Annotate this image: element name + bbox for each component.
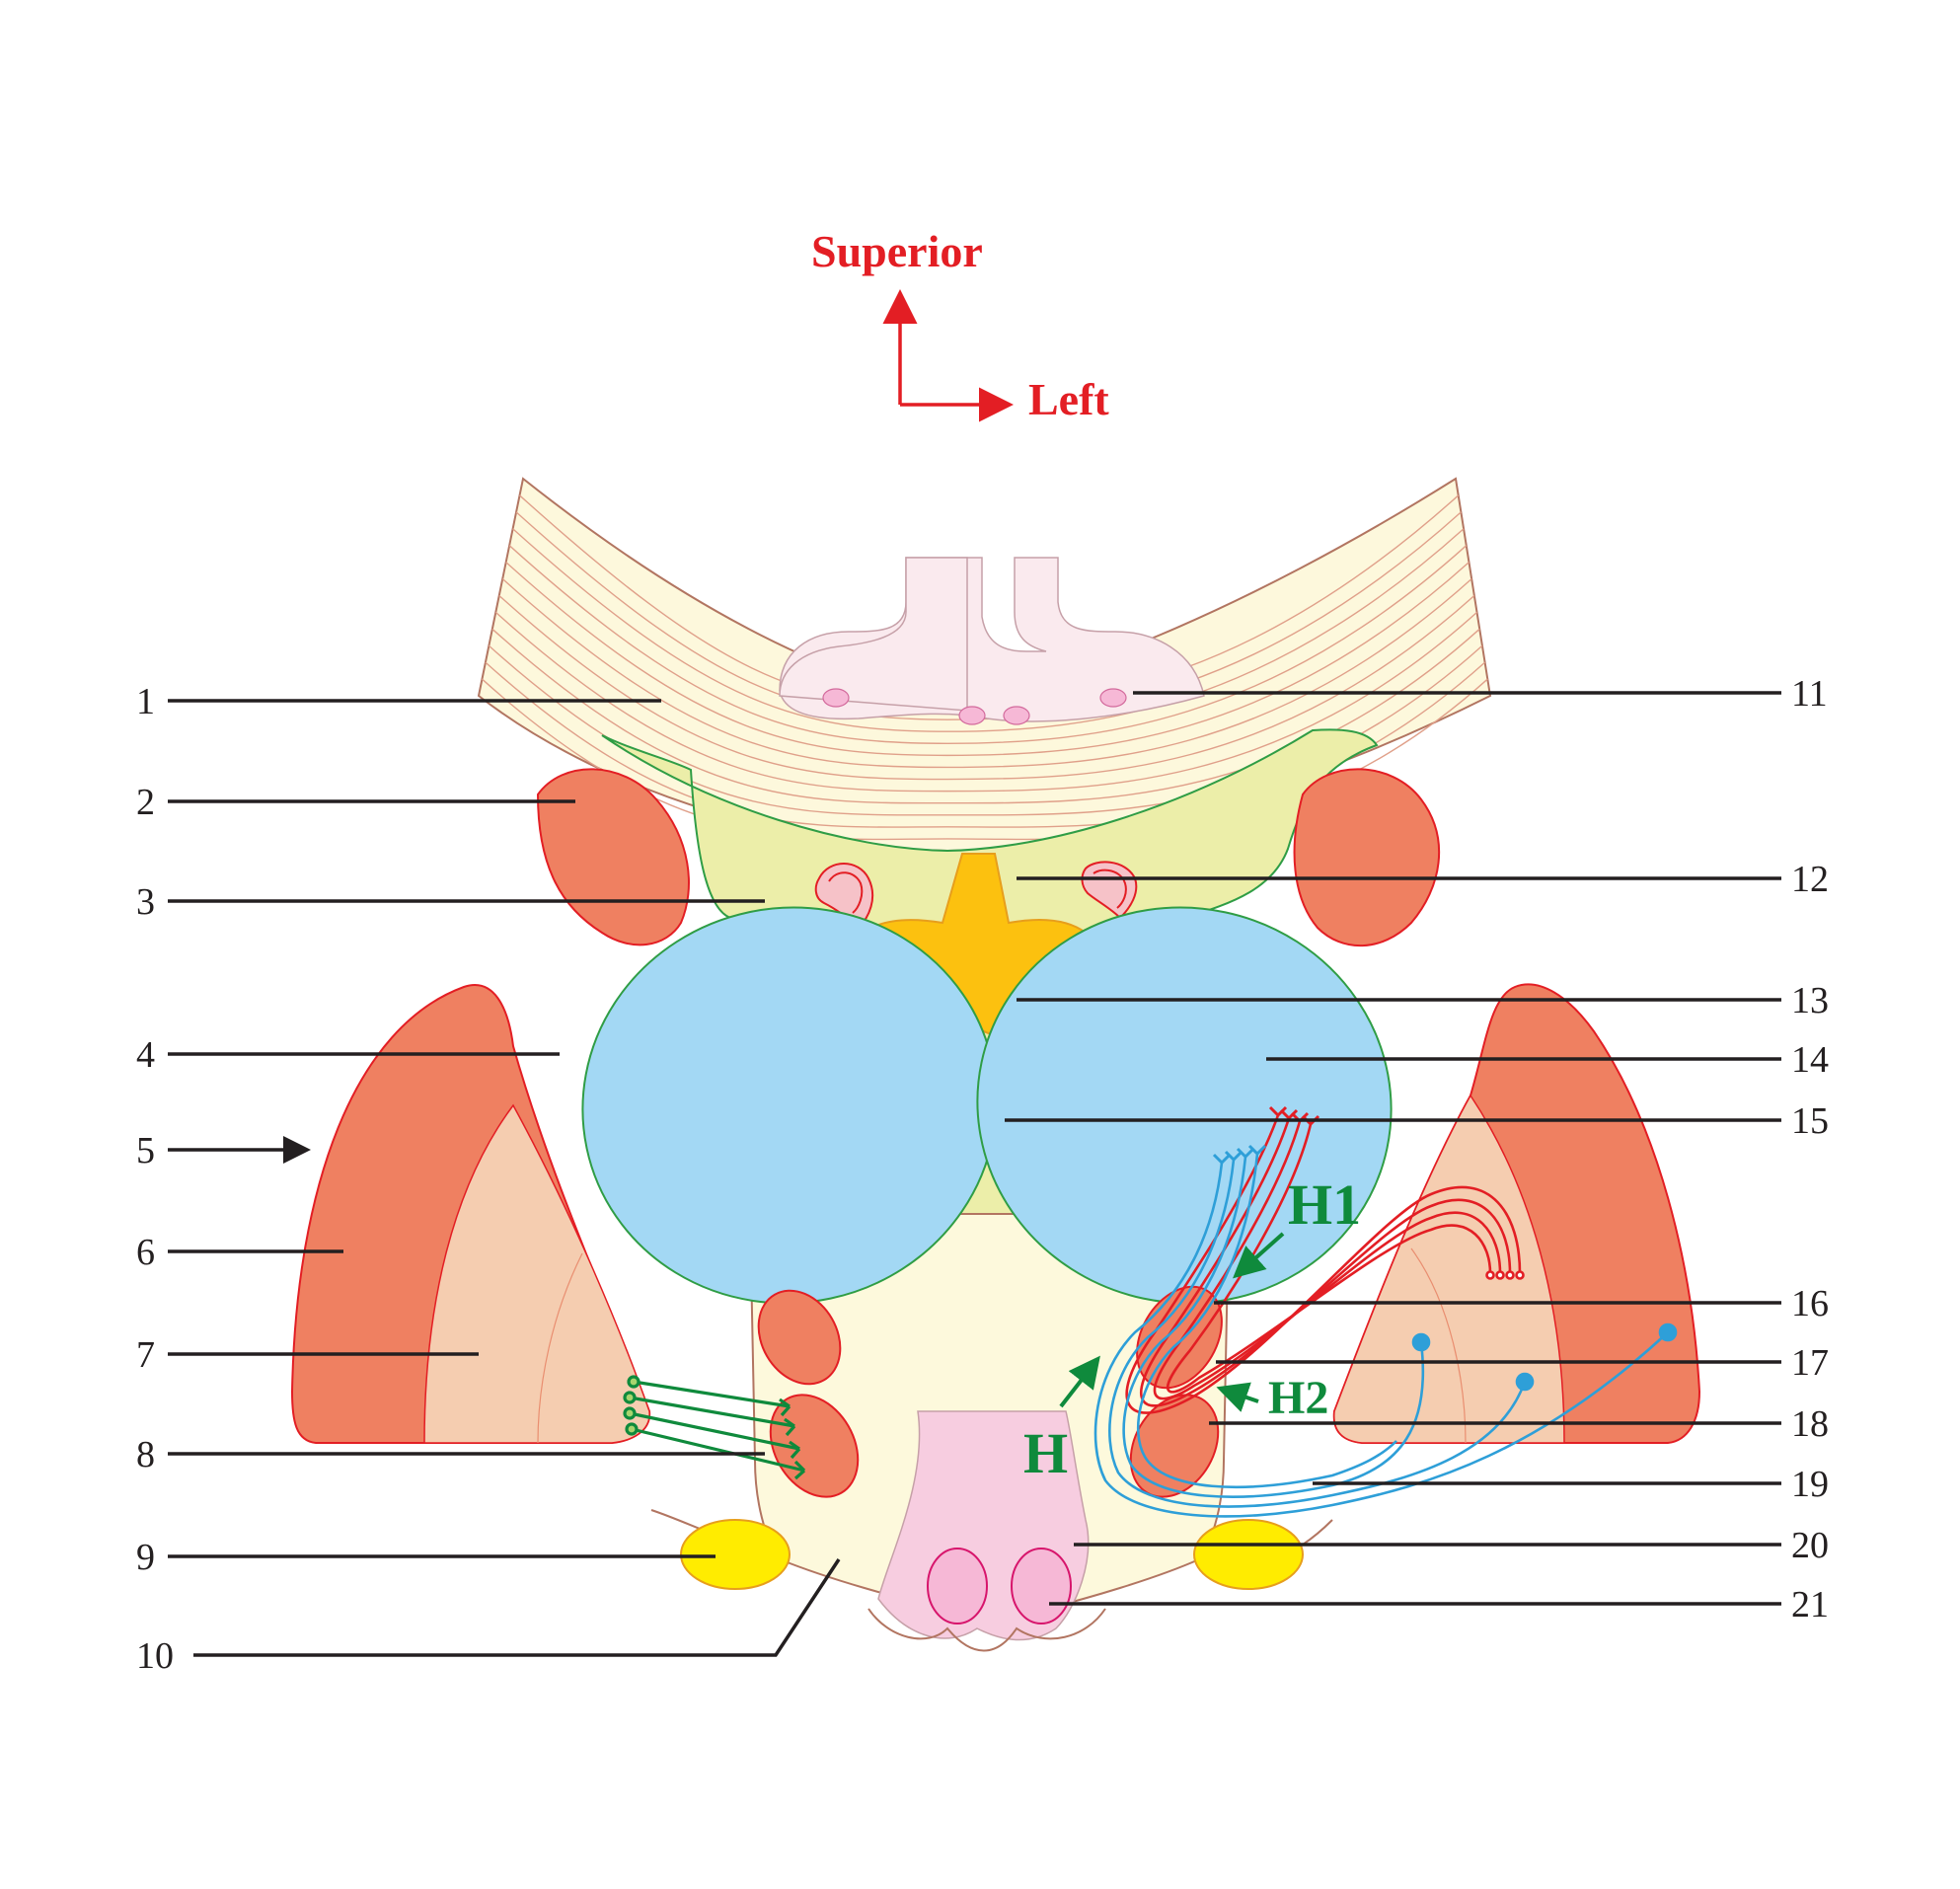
callout-8: 8 [136, 1434, 155, 1475]
callout-18: 18 [1791, 1403, 1829, 1445]
h2-arrow [1216, 1382, 1259, 1412]
callout-5: 5 [136, 1130, 155, 1171]
fiber-line [501, 578, 1472, 769]
h2-label: H2 [1268, 1372, 1328, 1424]
callout-21: 21 [1791, 1584, 1829, 1625]
callout-9: 9 [136, 1537, 155, 1578]
left-label: Left [1028, 374, 1109, 424]
callout-15: 15 [1791, 1100, 1829, 1142]
orientation-indicator: Superior Left [811, 226, 1109, 424]
h-label: H [1023, 1421, 1068, 1485]
callout-2: 2 [136, 782, 155, 823]
h1-label: H1 [1288, 1172, 1361, 1237]
upper-right-nucleus [1293, 768, 1441, 947]
callout-4: 4 [136, 1034, 155, 1076]
callout-14: 14 [1791, 1039, 1829, 1081]
superior-label: Superior [811, 226, 983, 276]
blue-fiber-bundle [1093, 1153, 1678, 1518]
right-leader-lines [1005, 691, 1781, 1606]
green-fibers [623, 1375, 806, 1480]
fiber-line [512, 528, 1465, 732]
left-upper-small-nucleus [757, 1289, 842, 1386]
right-callout-numbers: 11 12 13 14 15 16 17 18 19 20 21 [1791, 673, 1829, 1625]
callout-6: 6 [136, 1232, 155, 1273]
h1-arrow [1233, 1232, 1285, 1279]
callout-7: 7 [136, 1334, 155, 1376]
base-yellow-structures [650, 1509, 1333, 1590]
left-leader-lines [168, 699, 841, 1657]
right-lateral-wedge [1332, 983, 1701, 1444]
pathway-annotations: H H1 H2 [1023, 1172, 1361, 1485]
left-callout-numbers: 1 2 3 4 5 6 7 8 9 10 [136, 681, 174, 1677]
callout-11: 11 [1791, 673, 1828, 715]
callout-10: 10 [136, 1635, 174, 1677]
callout-1: 1 [136, 681, 155, 722]
callout-19: 19 [1791, 1464, 1829, 1505]
h-arrow [1059, 1355, 1100, 1408]
upper-pink-structure [779, 557, 1205, 725]
fiber-line [505, 562, 1470, 757]
callout-12: 12 [1791, 859, 1829, 900]
lower-pink-oval-left [927, 1548, 988, 1625]
fiber-line [508, 545, 1468, 745]
callout-13: 13 [1791, 980, 1829, 1021]
callout-20: 20 [1791, 1525, 1829, 1566]
fiber-line [494, 611, 1478, 793]
callout-16: 16 [1791, 1283, 1829, 1324]
callout-17: 17 [1791, 1342, 1829, 1384]
left-lateral-wedge [290, 984, 651, 1444]
right-blue-structure [976, 906, 1393, 1305]
callout-3: 3 [136, 881, 155, 923]
lower-pink-oval-right [1011, 1548, 1072, 1625]
fiber-line [498, 594, 1475, 781]
fiber-line [515, 511, 1462, 720]
